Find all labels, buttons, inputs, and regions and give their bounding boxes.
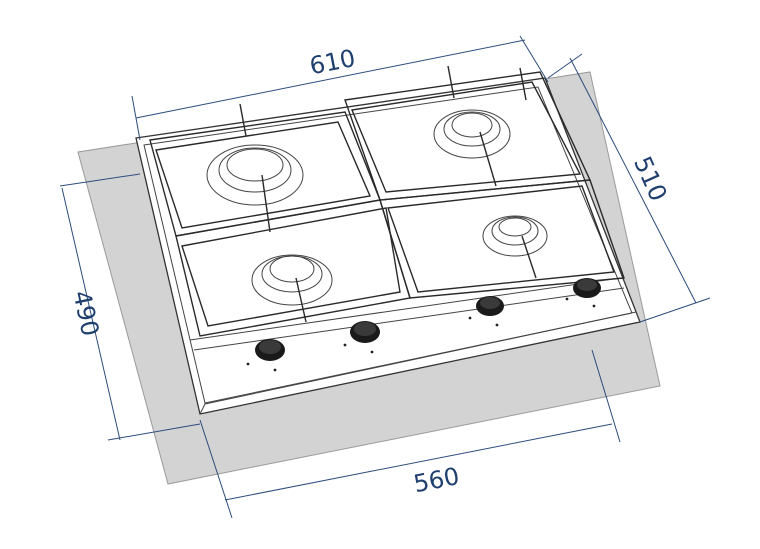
hob-body bbox=[135, 77, 641, 415]
dimension-label-560: 560 bbox=[411, 462, 461, 498]
control-knob-4 bbox=[565, 278, 601, 308]
pan-supports bbox=[149, 65, 625, 337]
burner-front-right bbox=[482, 215, 548, 279]
dimension-label-510: 510 bbox=[628, 152, 672, 205]
control-knob-3 bbox=[468, 296, 504, 327]
control-knob-2 bbox=[343, 321, 380, 354]
control-knob-1 bbox=[246, 339, 285, 372]
burner-rear-left bbox=[206, 144, 304, 233]
dimension-label-490: 490 bbox=[67, 288, 104, 339]
burner-front-left bbox=[251, 254, 333, 323]
burner-rear-right bbox=[433, 109, 511, 187]
